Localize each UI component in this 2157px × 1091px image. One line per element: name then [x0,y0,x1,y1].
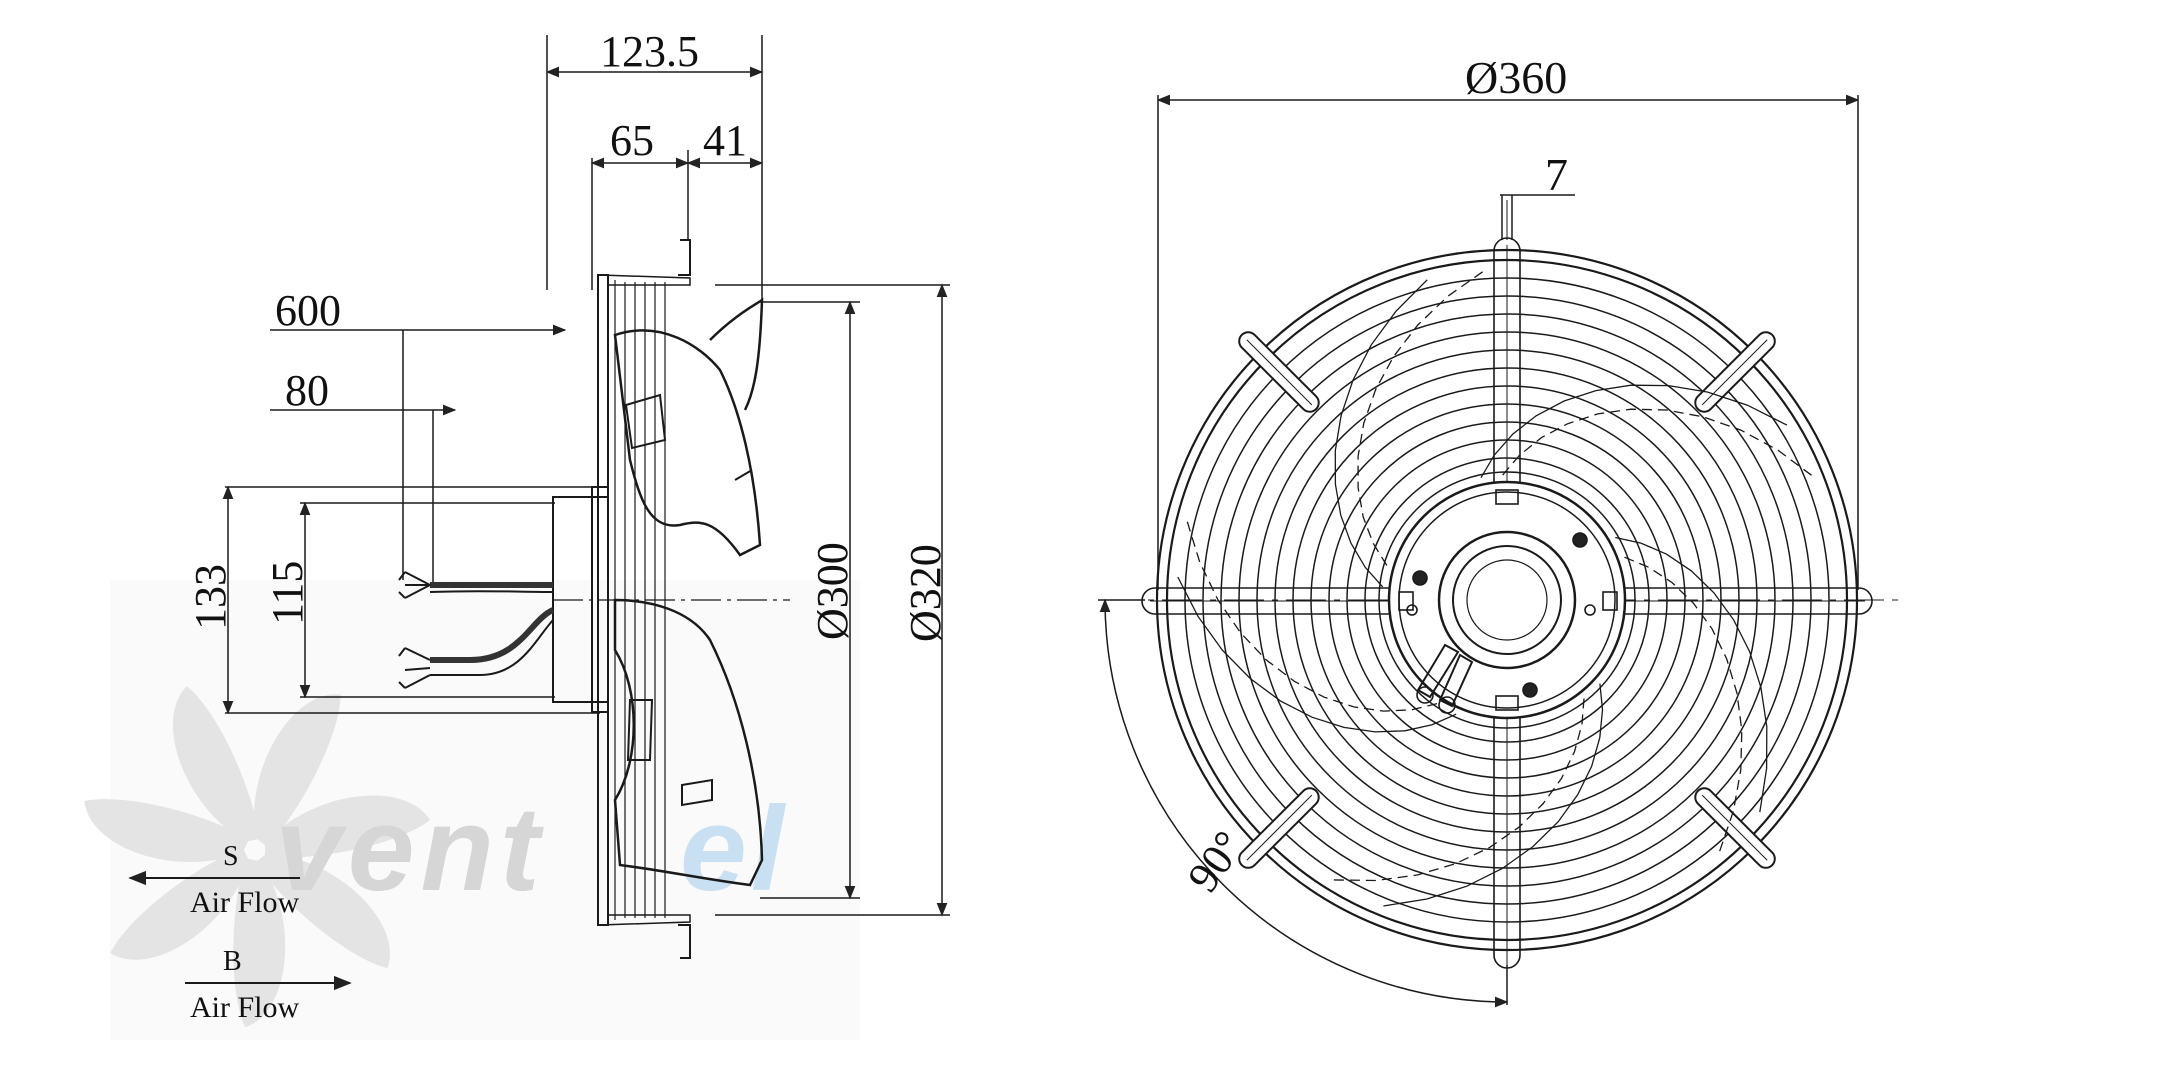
blade-edge [1615,536,1768,813]
watermark: vent el [84,580,860,1040]
watermark-blade [265,795,430,859]
watermark-blade [84,799,250,862]
hub-screw [1572,532,1588,548]
watermark-text-blue: el [680,782,788,916]
cable-lower [430,607,555,663]
side-view: 123.5 65 41 600 80 133 115 Ø300 Ø320 [128,27,950,991]
blade-profile-lower [613,598,764,887]
watermark-blade [253,694,341,848]
dim-motor-depth: 65 [610,116,654,165]
watermark-blade [233,857,286,1028]
airflow-b-label: B [223,946,242,977]
guard-bracket [1694,787,1776,869]
watermark-blade [172,686,261,843]
dim-motor-height: 115 [263,561,312,625]
dim-rod-width: 7 [1545,149,1568,200]
angle-arc [1099,598,1509,1008]
watermark-fan-icon [84,686,430,1028]
dim-overall-depth: 123.5 [600,27,699,76]
guard-bracket [1238,331,1320,413]
blade-edge [1624,556,1743,854]
blade-edge [1502,408,1814,477]
blade-profile-upper [613,329,762,557]
guard-bracket [1238,787,1320,869]
airflow-s-caption: Air Flow [190,886,300,919]
motor-flange [1387,480,1627,720]
watermark-text-gray: vent [275,782,546,916]
watermark-blade [110,847,250,960]
dim-mount-height: 133 [186,564,235,630]
hub-screw [1522,682,1538,698]
watermark-blade [254,852,390,969]
mount-foot-top [678,239,691,276]
dim-angle: 90° [1178,822,1253,901]
guard-bracket [1694,331,1776,413]
blade-edge [1334,279,1428,588]
blade-edge [1357,270,1485,566]
airflow-b-caption: Air Flow [190,991,300,1024]
airflow-s-label: S [223,841,239,872]
dim-cable-length: 600 [275,286,341,335]
dim-housing-diameter: Ø320 [901,544,950,642]
hub-screw [1412,570,1428,586]
front-view [1098,94,1900,1008]
dim-guard-diameter: Ø360 [1465,52,1567,103]
blade-edge [1480,384,1788,479]
dim-blade-diameter: Ø300 [808,542,857,640]
dim-cable-strip-length: 80 [285,366,329,415]
mount-foot-bottom [678,924,691,959]
dim-guard-depth: 41 [703,116,747,165]
